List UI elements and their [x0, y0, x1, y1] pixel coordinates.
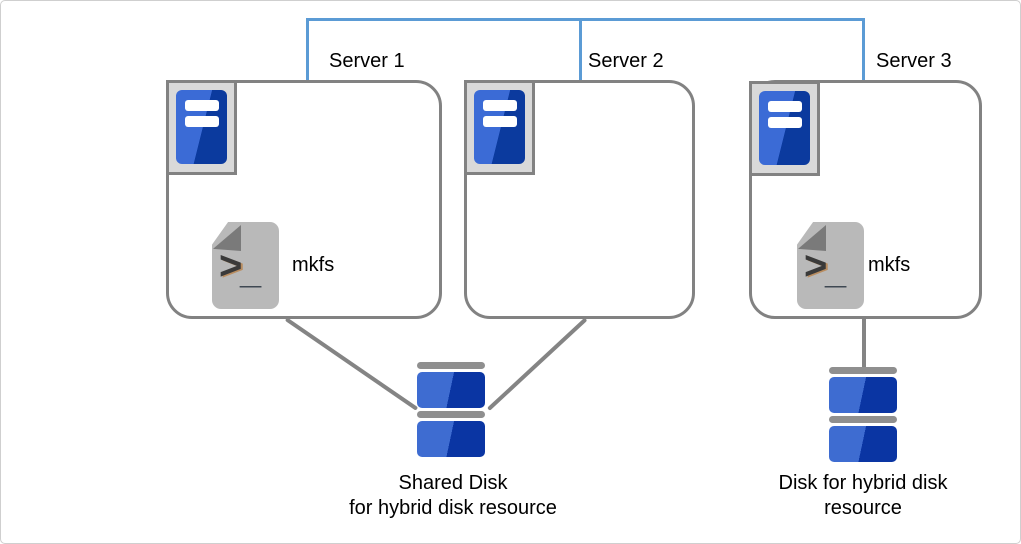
interconnect-drop-server3	[862, 18, 865, 81]
interconnect-drop-server2	[579, 18, 582, 80]
disk-platter	[829, 377, 897, 413]
connector-server1-shared-disk	[284, 317, 419, 411]
server-drive-bay	[483, 116, 517, 127]
disk-cap	[417, 362, 485, 369]
server-drive-bay	[483, 100, 517, 111]
server-drive-bay	[768, 101, 802, 112]
hybrid-disk-icon	[829, 367, 897, 462]
disk-platter	[417, 372, 485, 408]
server-label-2: Server 2	[588, 50, 664, 72]
server-drive-bay	[185, 100, 219, 111]
shared-disk-icon	[417, 362, 485, 457]
shell-prompt-glyph: >	[804, 244, 828, 288]
shared-disk-label-line1: Shared Disk	[398, 472, 508, 494]
interconnect-line-horizontal	[306, 18, 865, 21]
connector-server3-hybrid-disk	[862, 319, 866, 369]
mkfs-label-server3: mkfs	[868, 254, 911, 276]
disk-cap	[829, 367, 897, 374]
server-label-1: Server 1	[329, 50, 405, 72]
server-drive-bay	[185, 116, 219, 127]
shell-prompt-glyph: >	[219, 244, 243, 288]
hybrid-disk-label-line1: Disk for hybrid disk	[778, 472, 948, 494]
server-tower-shape	[474, 90, 525, 164]
hybrid-disk-label: Disk for hybrid disk resource	[779, 471, 948, 521]
server-tower-shape	[176, 90, 227, 164]
shared-disk-label: Shared Disk for hybrid disk resource	[349, 471, 557, 521]
disk-platter	[829, 426, 897, 462]
server-icon	[166, 80, 237, 175]
server-icon	[464, 80, 535, 175]
mkfs-label-server1: mkfs	[292, 254, 335, 276]
connector-server2-shared-disk	[487, 317, 588, 411]
script-file-icon: > _	[797, 222, 864, 309]
server-label-3: Server 3	[876, 50, 952, 72]
interconnect-drop-server1	[306, 18, 309, 80]
hybrid-disk-label-line2: resource	[824, 497, 902, 519]
server-tower-shape	[759, 91, 810, 165]
disk-platter	[417, 421, 485, 457]
disk-cap	[829, 416, 897, 423]
disk-cap	[417, 411, 485, 418]
server-drive-bay	[768, 117, 802, 128]
shell-cursor-glyph: _	[240, 250, 262, 292]
shared-disk-label-line2: for hybrid disk resource	[349, 497, 557, 519]
shell-cursor-glyph: _	[825, 250, 847, 292]
script-file-icon: > _	[212, 222, 279, 309]
server-icon	[749, 81, 820, 176]
